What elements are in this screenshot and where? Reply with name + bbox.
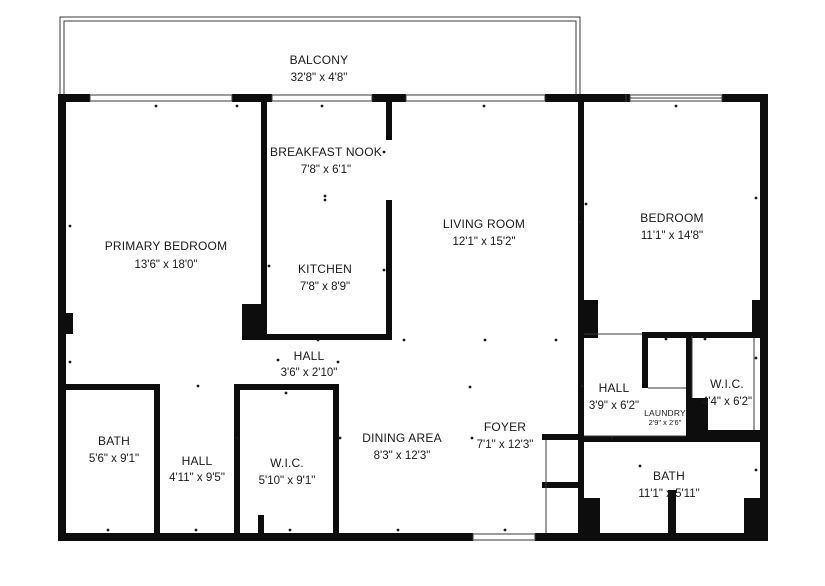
wall-top-mid-1: [232, 94, 272, 102]
room-name: KITCHEN: [298, 262, 352, 276]
room-dimensions: 4'11" x 9'5": [169, 472, 225, 484]
wall-bath-right-top: [542, 434, 582, 440]
wall-hall-top: [642, 332, 764, 338]
wall-bottom-right: [535, 533, 768, 541]
room-bath-right: BATH 11'1" x 5'11": [638, 469, 699, 500]
room-name: BATH: [653, 469, 685, 483]
wall-laundry-block: [686, 398, 708, 436]
room-dimensions: 3'6" x 2'10": [281, 367, 338, 379]
room-hall-center: HALL 3'6" x 2'10": [281, 349, 338, 379]
room-name: BREAKFAST NOOK: [270, 145, 382, 159]
wall-top-right: [722, 94, 768, 102]
room-name: LIVING ROOM: [443, 217, 525, 231]
room-hall-right: HALL 3'9" x 6'2": [589, 381, 639, 412]
wall-wic-left-stub: [258, 515, 264, 537]
room-dimensions: 4'4" x 6'2": [702, 396, 752, 408]
room-dimensions: 5'10" x 9'1": [259, 475, 316, 487]
room-laundry: LAUNDRY 2'9" x 2'6": [644, 408, 686, 427]
wall-bath-right-fixture: [582, 498, 600, 538]
room-name: W.I.C.: [710, 377, 744, 391]
room-bedroom: BEDROOM 11'1" x 14'8": [640, 211, 703, 242]
wall-bedroom-right-jamb: [752, 300, 764, 338]
wall-kitchen-right: [386, 200, 392, 340]
room-bath-left: BATH 5'6" x 9'1": [89, 434, 139, 465]
wall-hall-wic-divider: [686, 332, 692, 434]
wall-bath-right-top-2: [582, 436, 764, 442]
wall-wic-left-right: [333, 384, 339, 536]
balcony-railing: [59, 16, 581, 97]
wall-bath-right-divider: [668, 490, 676, 540]
room-name: BEDROOM: [640, 211, 703, 225]
room-name: HALL: [599, 381, 630, 395]
room-breakfast-nook: BREAKFAST NOOK 7'8" x 6'1": [270, 145, 382, 176]
wall-bath-right-fixture-r: [744, 498, 764, 538]
wall-wic-left-top: [234, 384, 339, 390]
room-kitchen: KITCHEN 7'8" x 8'9": [298, 262, 352, 293]
wall-laundry-right: [708, 430, 764, 436]
room-hall-left: HALL 4'11" x 9'5": [169, 454, 225, 484]
wall-living-bedroom: [578, 98, 584, 440]
room-name: HALL: [294, 349, 325, 363]
wall-bath-left-right: [154, 384, 160, 536]
wall-kitchen-left: [261, 98, 267, 340]
room-dimensions: 12'1" x 15'2": [452, 236, 515, 248]
room-wic-right: W.I.C. 4'4" x 6'2": [702, 377, 752, 408]
room-dimensions: 2'9" x 2'6": [649, 418, 682, 427]
wall-hall-closet-left: [642, 332, 648, 388]
wall-wic-left-left: [234, 384, 240, 536]
room-name: BALCONY: [290, 53, 349, 67]
room-dimensions: 32'8" x 4'8": [291, 72, 348, 84]
room-dimensions: 3'9" x 6'2": [589, 400, 639, 412]
room-dining-area: DINING AREA 8'3" x 12'3": [362, 431, 442, 462]
room-dimensions: 11'1" x 14'8": [641, 230, 703, 242]
room-dimensions: 7'8" x 6'1": [301, 164, 351, 176]
wall-top-mid-3: [545, 94, 630, 102]
room-name: BATH: [98, 434, 130, 448]
openings: [89, 94, 755, 541]
room-foyer: FOYER 7'1" x 12'3": [477, 420, 534, 451]
wall-foyer-closet: [542, 482, 582, 488]
wall-left-jog: [62, 313, 73, 334]
marker-ticks: [68, 104, 758, 532]
wall-nook-right-top: [386, 98, 392, 140]
room-name: PRIMARY BEDROOM: [105, 239, 228, 253]
wall-top-left: [58, 94, 90, 102]
room-dimensions: 5'6" x 9'1": [89, 453, 139, 465]
room-dimensions: 7'1" x 12'3": [477, 439, 534, 451]
room-name: HALL: [182, 454, 213, 468]
wall-bath-left-top: [62, 384, 160, 390]
room-balcony: BALCONY 32'8" x 4'8": [290, 53, 349, 84]
room-dimensions: 7'8" x 8'9": [300, 281, 350, 293]
wall-bedroom-jamb: [578, 300, 598, 338]
room-dimensions: 11'1" x 5'11": [638, 488, 699, 500]
room-dimensions: 8'3" x 12'3": [374, 450, 431, 462]
room-name: W.I.C.: [270, 456, 304, 470]
room-primary-bedroom: PRIMARY BEDROOM 13'6" x 18'0": [105, 239, 228, 271]
room-name: LAUNDRY: [644, 408, 686, 418]
room-wic-left: W.I.C. 5'10" x 9'1": [259, 456, 316, 487]
room-dimensions: 13'6" x 18'0": [134, 259, 197, 271]
room-living-room: LIVING ROOM 12'1" x 15'2": [443, 217, 525, 248]
walls: [58, 94, 768, 541]
kitchen-counter-block: [242, 304, 267, 340]
wall-bottom-left: [58, 533, 473, 541]
wall-kitchen-bottom: [261, 334, 389, 340]
room-name: FOYER: [484, 420, 526, 434]
room-name: DINING AREA: [362, 431, 442, 445]
wall-foyer-closet-v: [578, 434, 584, 541]
